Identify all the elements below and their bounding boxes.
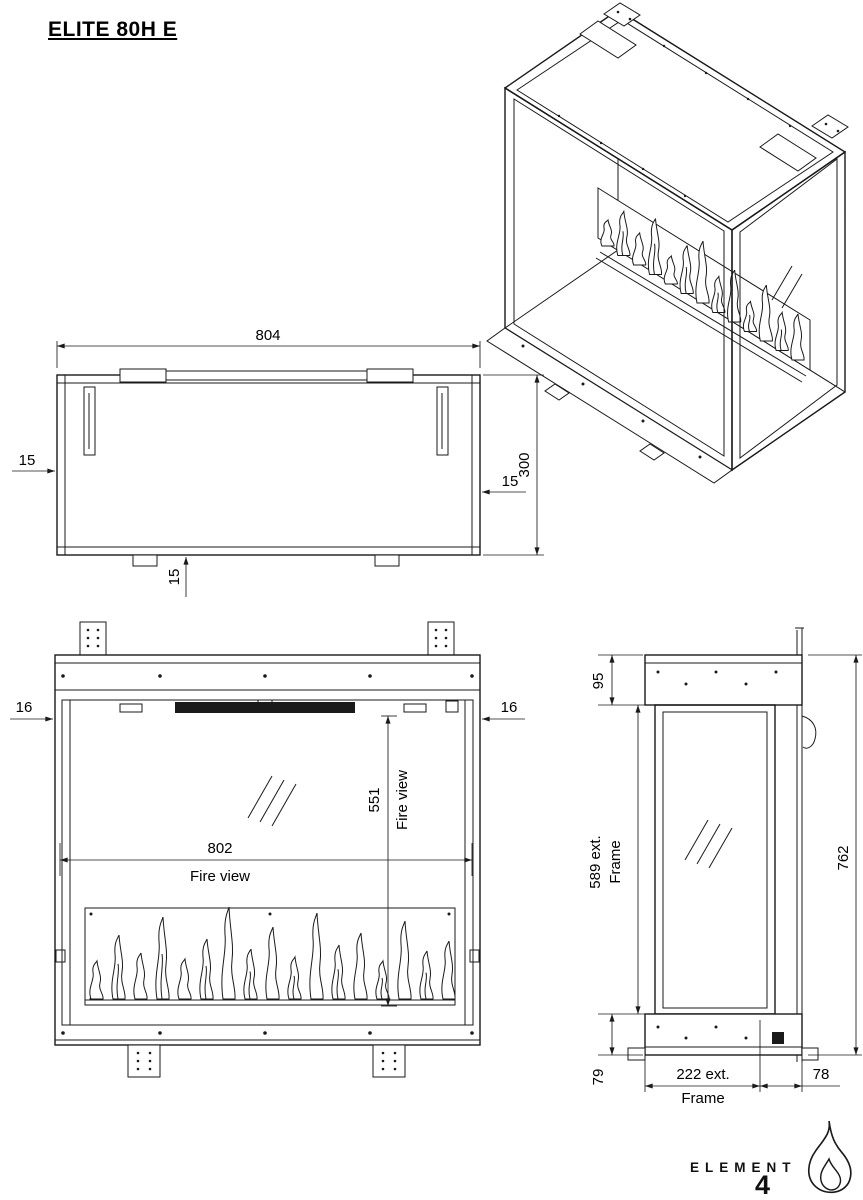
top-vent-slot [759,133,817,172]
brand-digit: 4 [755,1170,771,1200]
fire-view-height-label: Fire view [394,770,411,830]
dim-total-height: 762 [835,845,852,870]
frame-depth-label: Frame [681,1090,724,1107]
dim-fire-view-width: 802 [207,840,232,857]
page-title: ELITE 80H E [48,18,178,41]
dim-frame-depth: 222 ext. [676,1066,729,1083]
dim-frame-height: 589 ext. [587,835,604,888]
top-vent-slot [579,20,637,59]
dim-top-right-wall: 15 [502,473,519,490]
brand-name: ELEMENT [690,1160,797,1175]
dim-top-left-wall: 15 [19,452,36,469]
isometric-view [486,2,849,484]
front-view: 16 16 802 Fire view 551 Fire view [10,621,525,1078]
front-flames-drawing [89,906,456,1000]
dim-top-depth: 300 [516,452,533,477]
dim-fire-view-height: 551 [366,787,383,812]
top-view: 804 15 15 300 15 [12,327,544,597]
front-view-body [54,654,481,1046]
wall-hook [801,715,817,749]
burner-tray [84,907,456,1006]
fire-view-width-label: Fire view [190,868,250,885]
dim-front-depth: 78 [813,1066,830,1083]
dim-top-bottom-wall: 15 [166,569,183,586]
dim-top-width: 804 [255,327,280,344]
dim-front-left-frame: 16 [16,699,33,716]
top-view-body [56,374,481,556]
flame-icon [807,1120,852,1194]
dim-side-base: 79 [590,1069,607,1086]
frame-height-label: Frame [607,840,624,883]
dim-side-top: 95 [590,673,607,690]
iso-base-flange [486,327,733,484]
side-view-body [654,704,776,1015]
side-view: 95 589 ext. Frame 79 762 222 ext. Frame [587,627,862,1107]
iso-flames-drawing [600,209,805,361]
dim-front-right-frame: 16 [501,699,518,716]
iso-side-glass [731,150,846,472]
